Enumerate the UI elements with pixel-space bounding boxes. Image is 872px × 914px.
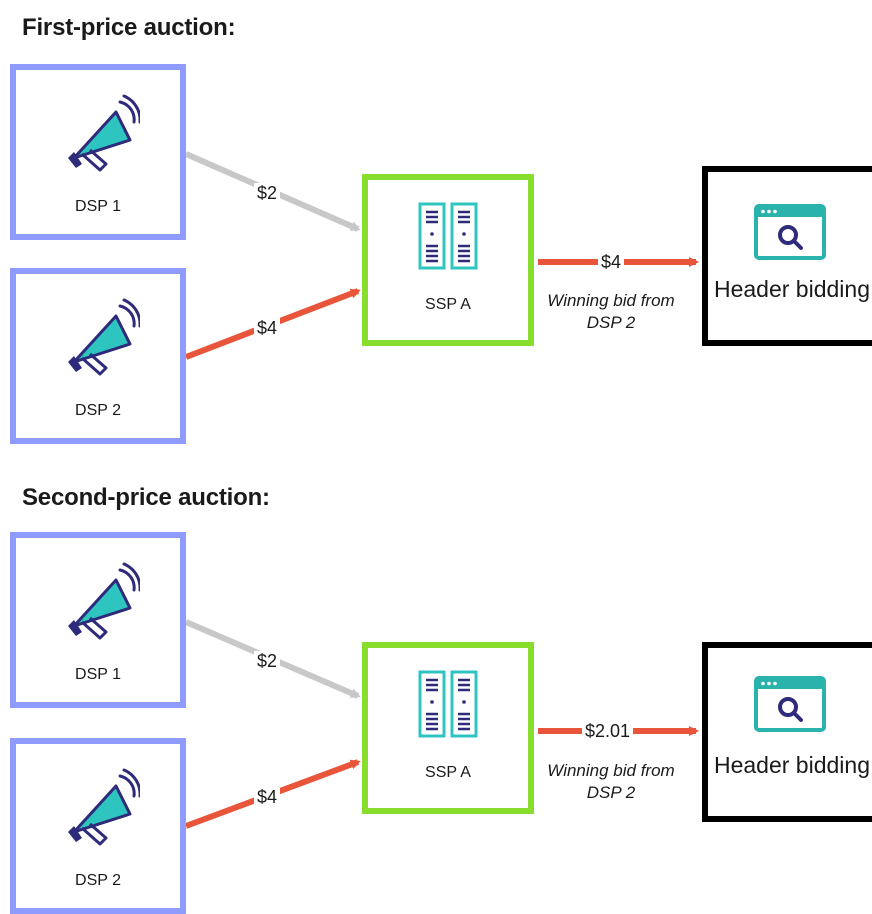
ssp-label: SSP A	[425, 296, 471, 313]
dsp1-box: DSP 1	[10, 64, 186, 240]
header-bidding-box: Header bidding	[702, 166, 872, 346]
dsp-label: DSP 2	[75, 402, 121, 419]
browser-search-icon	[754, 676, 826, 732]
dsp-label: DSP 1	[75, 198, 121, 215]
ssp-box: SSP A	[362, 642, 534, 814]
megaphone-icon	[68, 298, 140, 376]
header-bidding-box: Header bidding	[702, 642, 872, 822]
bid-price: $2	[254, 651, 281, 671]
bid-price: $2	[254, 183, 281, 203]
megaphone-icon	[68, 768, 140, 846]
bid-price: $4	[254, 787, 281, 807]
ssp-label: SSP A	[425, 764, 471, 781]
server-icon	[418, 202, 478, 270]
output-price: $4	[598, 252, 625, 272]
dsp2-box: DSP 2	[10, 738, 186, 914]
winning-bid-note: Winning bid from DSP 2	[547, 291, 675, 332]
header-bidding-label: Header bidding	[713, 752, 870, 778]
section-title: Second-price auction:	[22, 484, 270, 511]
megaphone-icon	[68, 94, 140, 172]
server-icon	[418, 670, 478, 738]
megaphone-icon	[68, 562, 140, 640]
dsp1-box: DSP 1	[10, 532, 186, 708]
ssp-box: SSP A	[362, 174, 534, 346]
section-title: First-price auction:	[22, 14, 236, 41]
dsp-label: DSP 1	[75, 666, 121, 683]
header-bidding-label: Header bidding	[713, 276, 870, 302]
browser-search-icon	[754, 204, 826, 260]
dsp-label: DSP 2	[75, 872, 121, 889]
output-price: $2.01	[582, 721, 634, 741]
winning-bid-note: Winning bid from DSP 2	[547, 761, 675, 802]
dsp2-box: DSP 2	[10, 268, 186, 444]
bid-price: $4	[254, 318, 281, 338]
